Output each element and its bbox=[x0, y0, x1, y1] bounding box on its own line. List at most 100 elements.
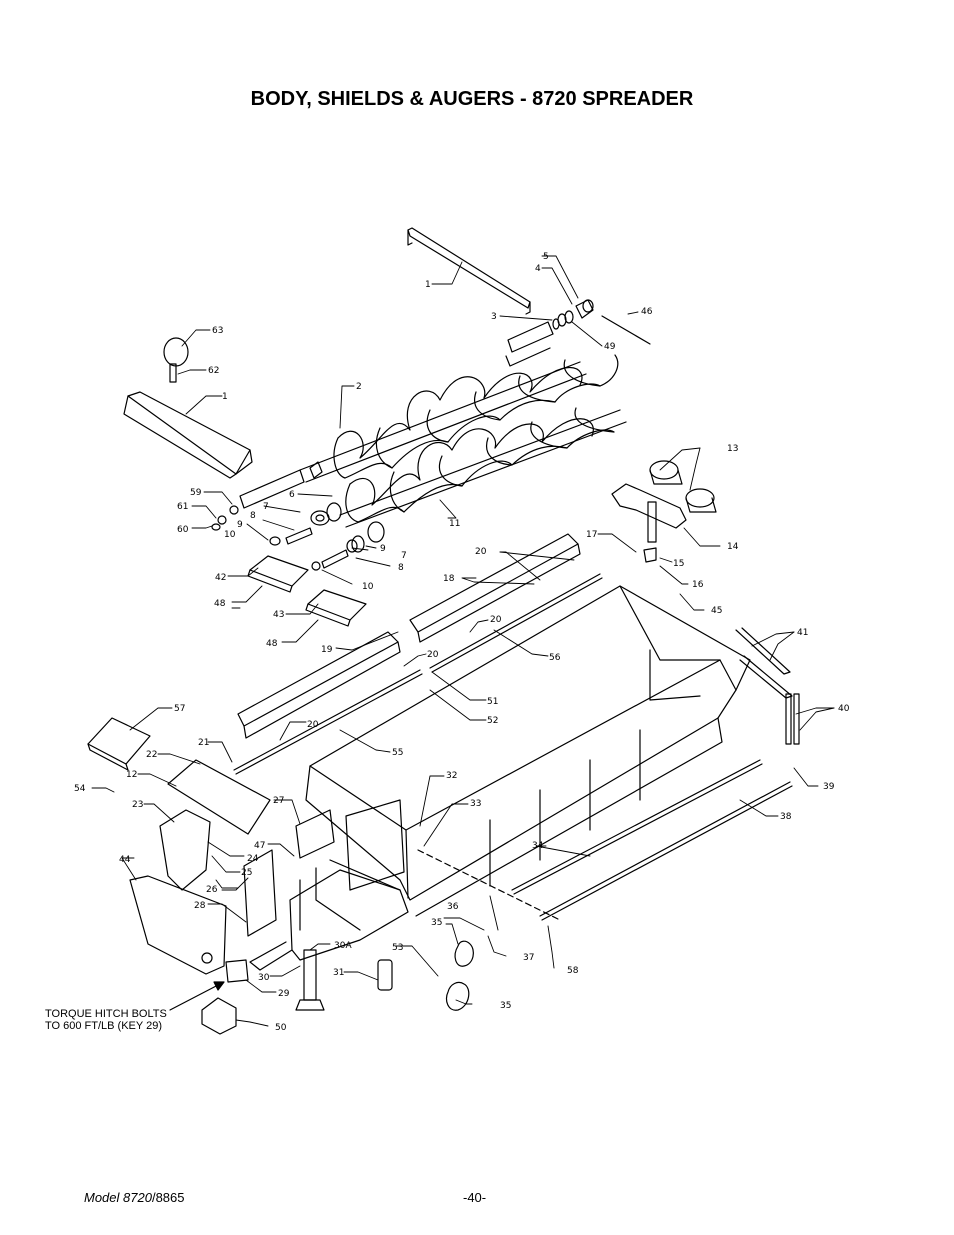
side-tubes bbox=[735, 627, 800, 745]
page-number: -40- bbox=[463, 1190, 487, 1205]
bearing-washers bbox=[552, 299, 651, 345]
callout-31: 31 bbox=[333, 968, 344, 978]
callout-26: 26 bbox=[206, 885, 218, 895]
callout-44: 44 bbox=[119, 855, 131, 865]
callout-36: 36 bbox=[447, 902, 459, 912]
callout-8-lower: 8 bbox=[398, 563, 404, 573]
callout-29: 29 bbox=[278, 989, 290, 999]
callout-57: 57 bbox=[174, 704, 185, 714]
callout-63: 63 bbox=[212, 326, 223, 336]
spreader-hopper-body bbox=[305, 585, 751, 917]
callout-53: 53 bbox=[392, 943, 403, 953]
callout-52: 52 bbox=[487, 716, 498, 726]
callout-32: 32 bbox=[446, 771, 457, 781]
callout-1-lower: 1 bbox=[222, 392, 228, 402]
callout-61: 61 bbox=[177, 502, 188, 512]
callout-39: 39 bbox=[823, 782, 835, 792]
callout-17: 17 bbox=[586, 530, 597, 540]
side-shield-19 bbox=[237, 631, 401, 739]
callout-24: 24 bbox=[247, 854, 259, 864]
callout-28: 28 bbox=[194, 901, 206, 911]
control-plate bbox=[243, 799, 405, 937]
callout-34: 34 bbox=[532, 841, 544, 851]
callout-labels: 1 1 2 3 4 5 6 7 7 8 8 9 9 10 10 11 12 13… bbox=[74, 252, 850, 1033]
callout-59: 59 bbox=[190, 488, 202, 498]
torque-note-line1: TORQUE HITCH BOLTS bbox=[45, 1008, 167, 1020]
callout-20-a: 20 bbox=[475, 547, 487, 557]
callout-20-d: 20 bbox=[307, 720, 319, 730]
upper-angle-shield bbox=[407, 227, 531, 315]
callout-35-upper: 35 bbox=[431, 918, 442, 928]
lower-angle-shield bbox=[123, 391, 253, 479]
callout-2: 2 bbox=[356, 382, 362, 392]
callout-27: 27 bbox=[273, 796, 284, 806]
callout-37: 37 bbox=[523, 953, 534, 963]
callout-48-upper: 48 bbox=[214, 599, 226, 609]
page-title-text: BODY, SHIELDS & AUGERS - 8720 SPREADER bbox=[250, 88, 694, 110]
callout-58: 58 bbox=[567, 966, 579, 976]
callout-14: 14 bbox=[727, 542, 739, 552]
footer-model-suffix: /8865 bbox=[151, 1190, 185, 1205]
cover-panel-57 bbox=[87, 717, 151, 771]
callout-13: 13 bbox=[727, 444, 738, 454]
callout-4: 4 bbox=[535, 264, 541, 274]
callout-20-b: 20 bbox=[490, 615, 502, 625]
callout-49: 49 bbox=[604, 342, 616, 352]
torque-note: TORQUE HITCH BOLTS TO 600 FT/LB (KEY 29) bbox=[45, 1008, 167, 1032]
footer-model: Model 8720/8865 bbox=[84, 1190, 185, 1205]
callout-54: 54 bbox=[74, 784, 86, 794]
side-shield-18 bbox=[409, 533, 581, 643]
torque-note-line2: TO 600 FT/LB (KEY 29) bbox=[45, 1020, 162, 1032]
assembly-centerline bbox=[417, 849, 561, 921]
rods bbox=[233, 573, 793, 921]
callout-50: 50 bbox=[275, 1023, 287, 1033]
callout-6: 6 bbox=[289, 490, 295, 500]
callout-43: 43 bbox=[273, 610, 284, 620]
callout-25: 25 bbox=[241, 868, 252, 878]
callout-40: 40 bbox=[838, 704, 850, 714]
jack-stand bbox=[201, 949, 393, 1035]
callout-7-lower: 7 bbox=[401, 551, 407, 561]
callout-35-lower: 35 bbox=[500, 1001, 511, 1011]
callout-21: 21 bbox=[198, 738, 209, 748]
callout-19: 19 bbox=[321, 645, 333, 655]
callout-56: 56 bbox=[549, 653, 561, 663]
callout-15: 15 bbox=[673, 559, 684, 569]
callout-8-upper: 8 bbox=[250, 511, 256, 521]
callout-23: 23 bbox=[132, 800, 143, 810]
bearing-covers bbox=[247, 555, 367, 627]
leader-lines bbox=[91, 255, 835, 1027]
callout-3: 3 bbox=[491, 312, 497, 322]
callout-10-lower: 10 bbox=[362, 582, 374, 592]
callout-16: 16 bbox=[692, 580, 704, 590]
callout-48-lower: 48 bbox=[266, 639, 278, 649]
torque-note-arrow bbox=[169, 983, 221, 1011]
cables bbox=[445, 940, 474, 1011]
torque-note-arrowhead bbox=[213, 981, 225, 991]
front-panels bbox=[129, 759, 271, 975]
callout-62: 62 bbox=[208, 366, 219, 376]
callout-11: 11 bbox=[449, 519, 460, 529]
callout-1-upper: 1 bbox=[425, 280, 431, 290]
callout-30A: 30A bbox=[334, 941, 352, 951]
auger-hanger-assembly bbox=[611, 460, 717, 563]
callout-9-upper: 9 bbox=[237, 520, 243, 530]
callout-22: 22 bbox=[146, 750, 157, 760]
auger-bearing-tube bbox=[505, 321, 554, 367]
page-title: BODY, SHIELDS & AUGERS - 8720 SPREADER bbox=[0, 88, 954, 111]
callout-18: 18 bbox=[443, 574, 455, 584]
callout-42: 42 bbox=[215, 573, 226, 583]
callout-55: 55 bbox=[392, 748, 403, 758]
callout-5: 5 bbox=[543, 252, 549, 262]
callout-46: 46 bbox=[641, 307, 653, 317]
callout-33: 33 bbox=[470, 799, 481, 809]
auger-shaft-hardware bbox=[211, 461, 365, 571]
callout-47: 47 bbox=[254, 841, 265, 851]
footer-model-label: Model 8720 bbox=[84, 1190, 152, 1205]
callout-20-c: 20 bbox=[427, 650, 439, 660]
callout-10-upper: 10 bbox=[224, 530, 236, 540]
callout-51: 51 bbox=[487, 697, 498, 707]
callout-60: 60 bbox=[177, 525, 189, 535]
callout-38: 38 bbox=[780, 812, 792, 822]
